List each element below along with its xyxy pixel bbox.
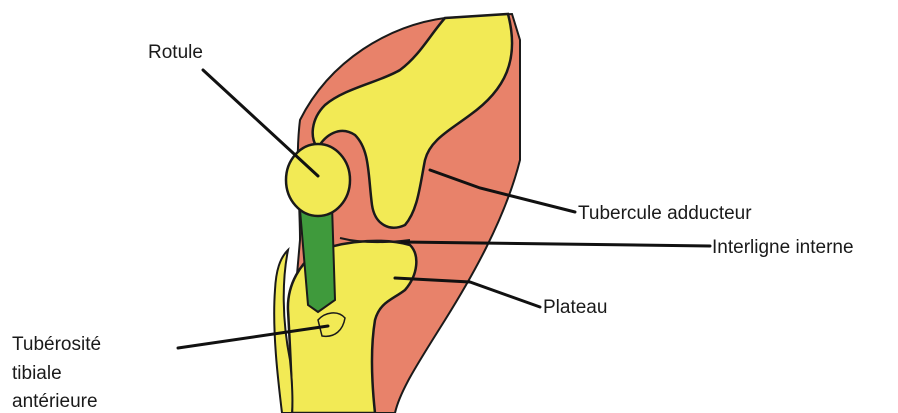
label-tubercule-adducteur: Tubercule adducteur — [578, 203, 752, 224]
label-tuberosite-line3: antérieure — [12, 391, 98, 412]
label-tuberosite-line2: tibiale — [12, 363, 62, 384]
label-tuberosite-line1: Tubérosité — [12, 334, 101, 355]
label-plateau: Plateau — [543, 297, 607, 318]
label-rotule: Rotule — [148, 42, 203, 63]
label-interligne-interne: Interligne interne — [712, 237, 854, 258]
